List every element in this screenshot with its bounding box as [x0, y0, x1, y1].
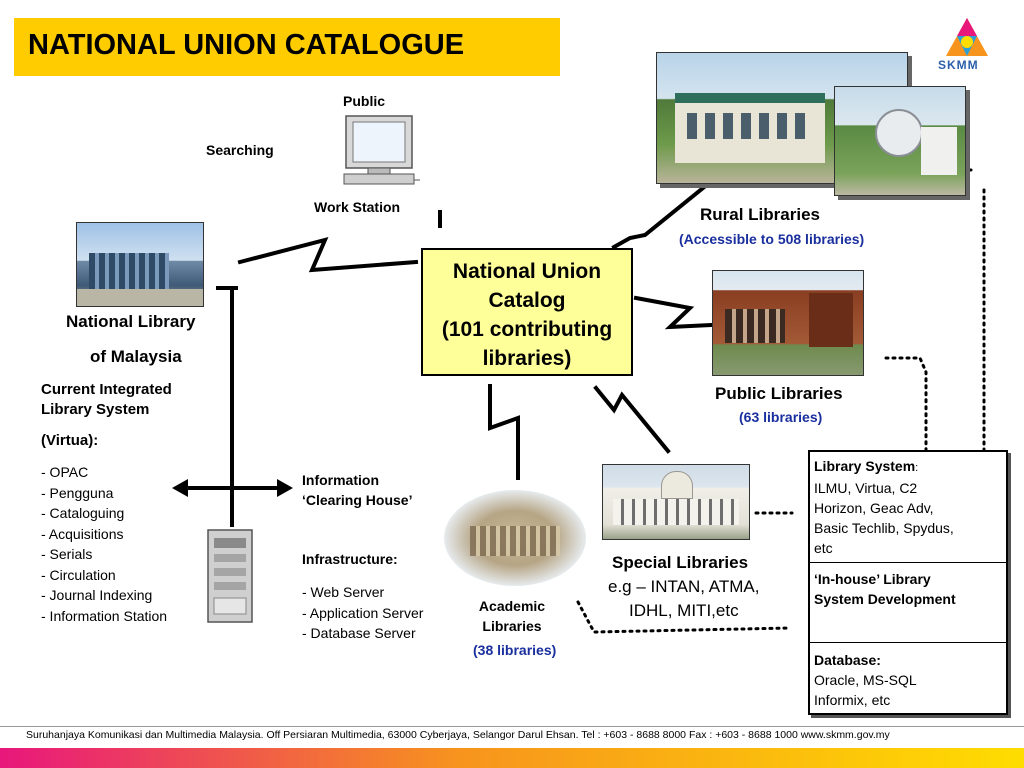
nlm-ils-label: Current Integrated Library System	[41, 380, 172, 420]
slide-title: NATIONAL UNION CATALOGUE	[28, 29, 465, 61]
academic-link	[488, 384, 520, 480]
library-system-box: Library System: ILMU, Virtua, C2 Horizon…	[808, 450, 1008, 715]
list-item: etc	[814, 540, 833, 556]
list-item: ILMU, Virtua, C2	[814, 480, 918, 496]
list-item: - Web Server	[302, 584, 385, 600]
workstation-searching-label: Searching	[206, 142, 274, 158]
database-line2: Informix, etc	[814, 692, 891, 708]
nlm-name-line2: of Malaysia	[90, 347, 182, 366]
public-dotted-link	[884, 356, 928, 457]
public-libraries-name: Public Libraries	[715, 384, 843, 403]
inhouse-section: ‘In-house’ Library System Development	[814, 569, 1002, 609]
logo-text: SKMM	[938, 58, 979, 72]
nlm-nuc-link	[237, 237, 419, 273]
footer-text: Suruhanjaya Komunikasi dan Multimedia Ma…	[26, 729, 890, 741]
list-item: - Serials	[41, 546, 93, 562]
double-arrow-icon	[172, 479, 293, 497]
list-item: - Acquisitions	[41, 525, 124, 542]
nuc-box: National Union Catalog (101 contributing…	[421, 248, 633, 376]
clearing-house-line2: ‘Clearing House’	[302, 492, 413, 508]
academic-library-photo	[444, 490, 586, 586]
list-item: - Database Server	[302, 625, 416, 641]
divider	[810, 642, 1006, 643]
list-item: - OPAC	[41, 464, 89, 480]
skmm-logo-icon	[946, 18, 988, 56]
infrastructure-list: - Web Server - Application Server - Data…	[302, 582, 423, 644]
nlm-ils-line1: Current Integrated	[41, 381, 172, 398]
academic-line2: Libraries	[482, 618, 542, 634]
workstation-label: Work Station	[314, 199, 401, 215]
database-line1: Oracle, MS-SQL	[814, 672, 917, 688]
list-item: - Circulation	[41, 566, 116, 583]
special-link	[593, 385, 671, 454]
special-libraries-line3: IDHL, MITI,etc	[629, 601, 739, 620]
rural-libraries-name: Rural Libraries	[700, 205, 820, 224]
inhouse-line2: System Development	[814, 591, 956, 607]
rural-libraries-count: (Accessible to 508 libraries)	[679, 231, 865, 247]
public-library-photo	[712, 270, 864, 376]
public-link	[633, 295, 715, 330]
list-item: - Information Station	[41, 607, 168, 624]
rural-link	[611, 181, 711, 250]
public-libraries-count: (63 libraries)	[739, 409, 823, 425]
library-system-heading: Library System	[814, 458, 916, 474]
nuc-line1: National Union	[452, 260, 602, 283]
library-system-colon: :	[915, 462, 919, 474]
special-library-photo	[602, 464, 750, 540]
nlm-ils-line3: (Virtua):	[41, 432, 99, 449]
footer-gradient-bar	[0, 748, 1024, 768]
nlm-ils-line2: Library System	[41, 401, 150, 418]
footer-divider	[0, 726, 1024, 727]
academic-dotted-link	[576, 600, 792, 634]
database-section: Database: Oracle, MS-SQL Informix, etc	[814, 650, 1002, 710]
database-heading: Database:	[814, 652, 881, 668]
workstation-public-label: Public	[343, 93, 386, 109]
clearing-house-line1: Information	[302, 472, 379, 488]
library-system-section: Library System: ILMU, Virtua, C2 Horizon…	[814, 456, 1002, 558]
server-icon	[207, 529, 253, 623]
list-item: Basic Techlib, Spydus,	[814, 520, 954, 536]
divider	[810, 562, 1006, 563]
academic-label: Academic Libraries	[470, 596, 554, 636]
nuc-line4: libraries)	[482, 347, 572, 370]
nuc-line3: (101 contributing	[441, 318, 613, 341]
list-item: - Cataloguing	[41, 505, 125, 521]
clearing-house-label: Information ‘Clearing House’	[302, 470, 412, 510]
list-item: - Journal Indexing	[41, 587, 153, 603]
list-item: - Application Server	[302, 604, 424, 621]
infrastructure-heading: Infrastructure:	[302, 551, 398, 567]
special-libraries-line2: e.g – INTAN, ATMA,	[608, 577, 760, 596]
computer-icon	[343, 115, 420, 185]
nlm-module-list: - OPAC - Pengguna - Cataloguing - Acquis…	[41, 462, 167, 626]
title-background	[14, 18, 560, 76]
list-item: Horizon, Geac Adv,	[814, 500, 934, 516]
nlm-name-line1: National Library	[66, 312, 196, 331]
special-libraries-name: Special Libraries	[612, 553, 749, 572]
academic-line1: Academic	[478, 598, 546, 614]
list-item: - Pengguna	[41, 484, 114, 501]
rural-satellite-photo	[834, 86, 966, 196]
nuc-line2: Catalog	[488, 289, 566, 312]
academic-libraries-count: (38 libraries)	[473, 642, 557, 658]
inhouse-line1: ‘In-house’ Library	[814, 571, 931, 587]
national-library-photo	[76, 222, 204, 307]
